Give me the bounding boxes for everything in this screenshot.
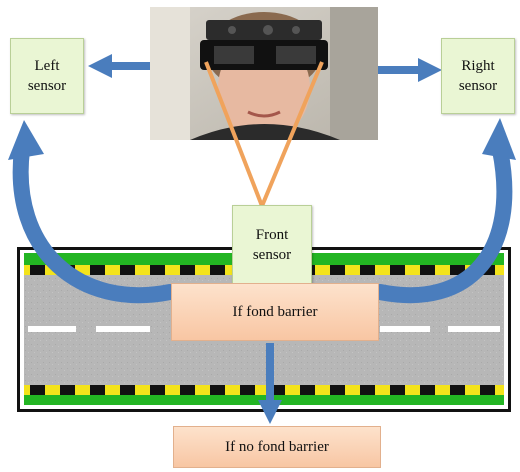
- if-no-barrier-box: If no fond barrier: [173, 426, 381, 468]
- left-arrow-head: [88, 54, 112, 78]
- left-sensor-box: Left sensor: [10, 38, 84, 114]
- lane-dashes: [28, 326, 500, 332]
- if-no-barrier-label: If no fond barrier: [225, 438, 329, 455]
- left-curve-arrowhead: [8, 120, 44, 160]
- bottom-curb: [24, 385, 504, 395]
- if-barrier-label: If fond barrier: [232, 303, 318, 320]
- right-arrow-head: [418, 58, 442, 82]
- right-curve-arrowhead: [482, 118, 516, 160]
- left-sensor-label: Left sensor: [27, 58, 67, 94]
- front-sensor-label: Front sensor: [252, 227, 292, 263]
- person-wearing-sensor-glasses-icon: [150, 7, 378, 140]
- beam-right: [260, 61, 324, 207]
- right-sensor-box: Right sensor: [441, 38, 515, 114]
- beam-left: [204, 61, 264, 207]
- right-curve-arrow: [372, 142, 513, 304]
- right-sensor-label: Right sensor: [458, 58, 498, 94]
- front-sensor-box: Front sensor: [232, 205, 312, 285]
- down-arrow-head: [258, 400, 282, 424]
- right-arrow-shaft: [378, 66, 420, 74]
- down-arrow-shaft: [266, 343, 274, 403]
- left-arrow-shaft: [110, 62, 150, 70]
- left-curve-arrow: [12, 142, 178, 304]
- if-barrier-box: If fond barrier: [171, 283, 379, 341]
